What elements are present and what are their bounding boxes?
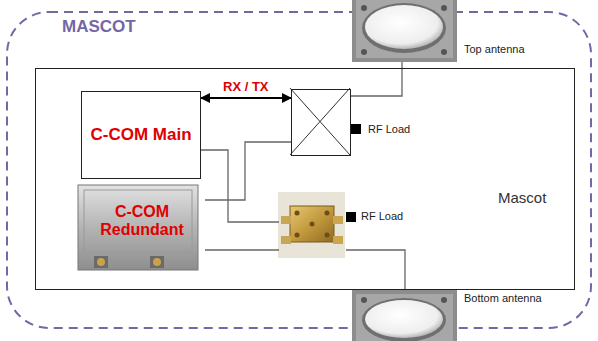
node-label: Top antenna — [464, 43, 525, 56]
rf-cable — [346, 250, 405, 290]
rf-cable — [205, 249, 279, 250]
signal-label: RX / TX — [221, 79, 271, 94]
top-antenna-picture — [352, 0, 457, 62]
hybrid-coupler: RF Load — [279, 193, 346, 259]
label-holder: Mascot — [498, 189, 546, 206]
rf-load-symbol — [351, 124, 361, 134]
rf-cable — [205, 142, 291, 200]
enclosure-box: MascotC-COM MainC-COM RedundantRF LoadRF… — [35, 68, 575, 290]
switch-cross — [290, 88, 350, 155]
redundant-unit-box: C-COM Redundant — [79, 186, 205, 256]
main-unit-box: C-COM Main — [81, 91, 201, 179]
label-holder: Top antenna — [464, 43, 525, 56]
label-holder: MASCOT — [62, 17, 136, 37]
rf-load-symbol — [346, 212, 356, 222]
node-label: MASCOT — [62, 17, 136, 37]
switch-box: RF Load — [291, 89, 351, 156]
region-outline — [7, 12, 591, 328]
hybrid-coupler-photo — [278, 192, 345, 258]
region: MASCOT Mascot C-COM MainC-COM Redundant RF … — [6, 8, 594, 330]
bottom-antenna-picture — [352, 290, 457, 341]
node-label: C-COM Main — [90, 125, 191, 145]
label-holder: Bottom antenna — [464, 292, 542, 305]
signal-arrow — [201, 97, 291, 99]
switch-cross — [290, 88, 350, 155]
label-holder: RX / TX — [221, 79, 271, 94]
node-label: RF Load — [361, 210, 403, 223]
rf-cable — [201, 150, 279, 222]
label-holder: RF Load — [368, 123, 410, 136]
antenna: Top antenna — [352, 0, 457, 62]
antenna: Bottom antenna — [352, 290, 457, 341]
node-label: Bottom antenna — [464, 292, 542, 305]
node-label: Mascot — [498, 189, 546, 206]
node-label: C-COM Redundant — [83, 203, 201, 240]
node-label: RF Load — [368, 123, 410, 136]
label-holder: RF Load — [361, 210, 403, 223]
